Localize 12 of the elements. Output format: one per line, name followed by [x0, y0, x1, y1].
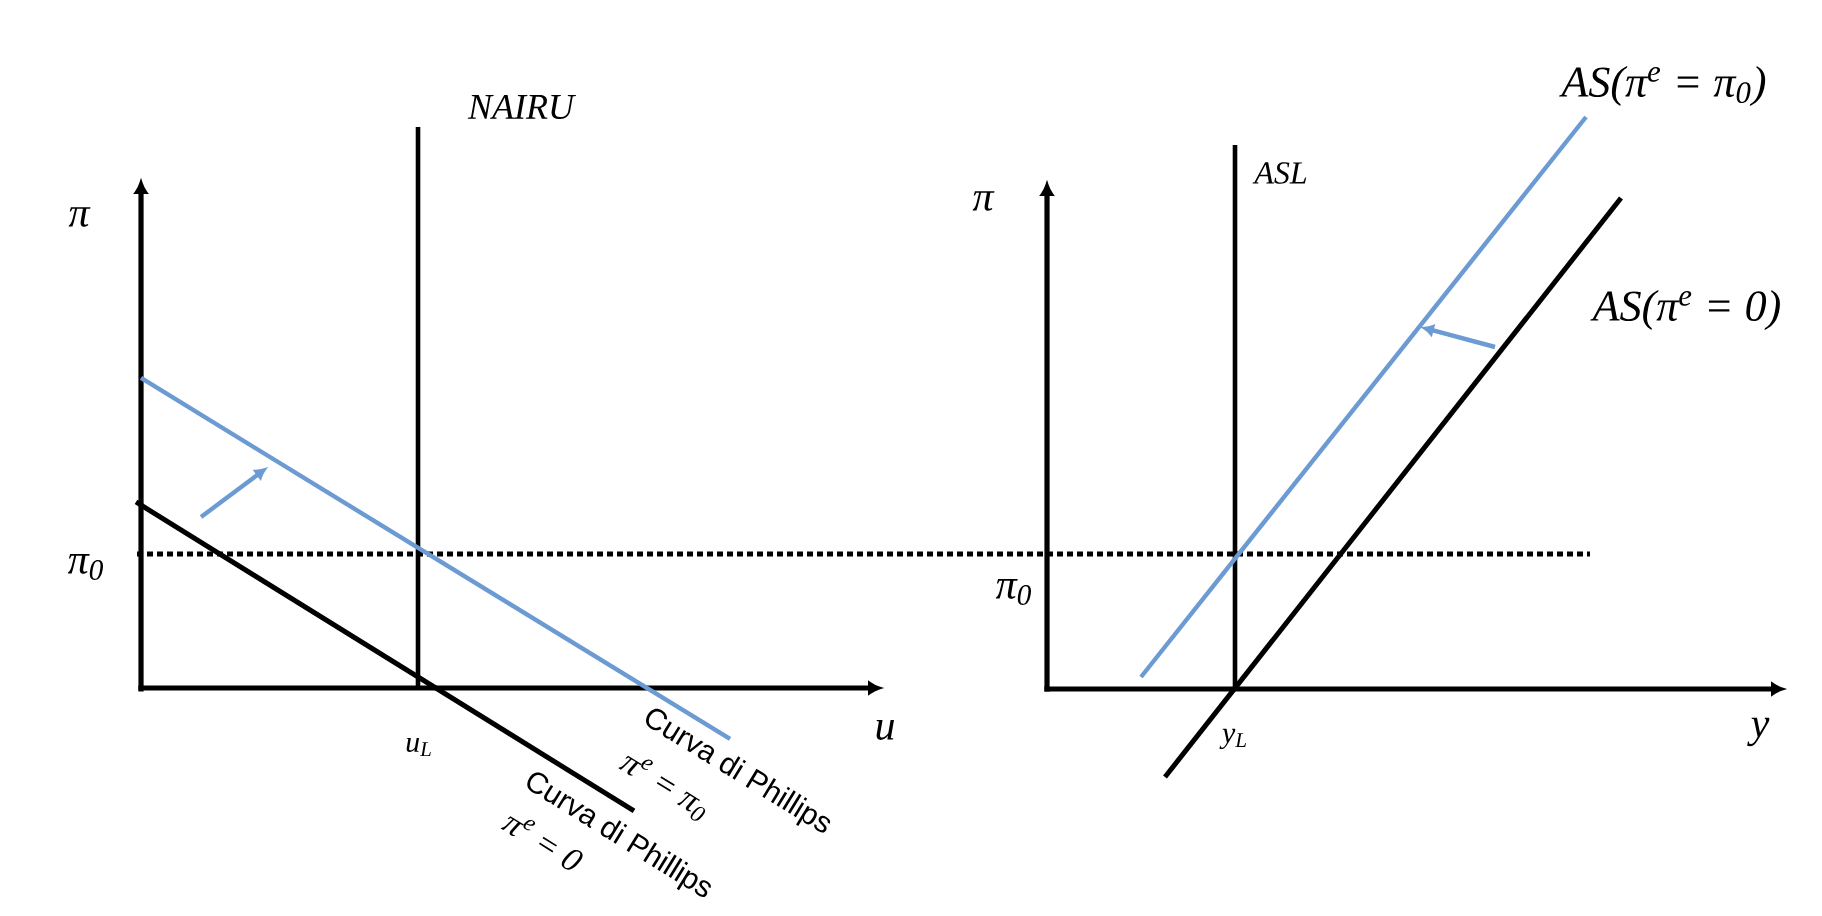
tick-label: y$_{L}$: [1219, 728, 1246, 750]
line-label: ASL: [1252, 162, 1307, 184]
tick-label: π$_{0}$: [67, 554, 103, 580]
tick-label: u$_{L}$: [406, 737, 431, 757]
axis-label: π: [68, 207, 91, 227]
curve-label: AS(π$^{e}$ = 0): [1590, 290, 1780, 330]
curve-label: AS(π$^{e}$ = π$_{0}$): [1559, 66, 1766, 106]
line-label: NAIRU: [467, 94, 576, 120]
axis-label: y: [1747, 717, 1770, 747]
tick-label: π$_{0}$: [995, 579, 1031, 605]
axis-label: π: [972, 191, 995, 211]
axis-label: u: [876, 720, 894, 740]
